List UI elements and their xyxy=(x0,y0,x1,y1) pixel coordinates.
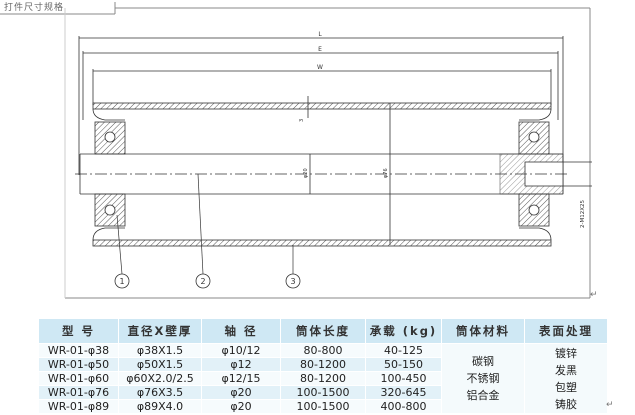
tube xyxy=(92,102,552,247)
cell: φ76X3.5 xyxy=(118,385,202,400)
cell: 50-150 xyxy=(365,357,442,372)
cell: 320-645 xyxy=(365,385,442,400)
cell: φ20 xyxy=(201,385,281,400)
cell: φ89X4.0 xyxy=(118,399,202,414)
dimension-lines xyxy=(78,36,564,245)
roller-drawing: L E W 3 φ20 φ76 2-M12X25 1 2 3 xyxy=(0,2,592,299)
finish: 镀锌 xyxy=(555,346,577,360)
cell: φ12/15 xyxy=(201,371,281,386)
cell: φ60X2.0/2.5 xyxy=(118,371,202,386)
table-row: WR-01-φ38 φ38X1.5 φ10/12 80-800 40-125 碳… xyxy=(38,343,608,414)
cell: WR-01-φ60 xyxy=(38,371,119,386)
cell: WR-01-φ50 xyxy=(38,357,119,372)
header-finish: 表面处理 xyxy=(524,318,608,344)
table-row: WR-01-φ60 φ60X2.0/2.5 φ12/15 80-1200 100… xyxy=(38,371,608,386)
bearings xyxy=(94,121,550,227)
cell: 80-1200 xyxy=(280,371,366,386)
cell: 80-1200 xyxy=(280,357,366,372)
frame xyxy=(0,2,591,299)
dim-label-thickness: 3 xyxy=(299,119,305,122)
header-shaft: 轴 径 xyxy=(201,318,281,344)
material: 铝合金 xyxy=(466,389,500,402)
return-mark-2: ↵ xyxy=(606,400,614,410)
cell: WR-01-φ38 xyxy=(38,343,119,358)
return-mark: ↵ xyxy=(590,290,598,300)
balloon-1: 1 xyxy=(119,277,124,286)
material-cell: 碳钢 不锈钢 铝合金 xyxy=(441,343,525,414)
cell: WR-01-φ76 xyxy=(38,385,119,400)
dim-label-shaft: φ20 xyxy=(303,168,309,178)
header-diameter: 直径X壁厚 xyxy=(118,318,202,344)
table-row: WR-01-φ50 φ50X1.5 φ12 80-1200 50-150 xyxy=(38,357,608,372)
cell: 400-800 xyxy=(365,399,442,414)
dim-label-tube: φ76 xyxy=(383,168,389,178)
balloon-2: 2 xyxy=(200,277,205,286)
table-header: 型 号 直径X壁厚 轴 径 筒体长度 承载 (kg) 筒体材料 表面处理 xyxy=(38,318,608,344)
balloon-3: 3 xyxy=(290,277,295,286)
dim-label-thread: 2-M12X25 xyxy=(580,200,586,228)
header-length: 筒体长度 xyxy=(280,318,366,344)
spec-table: 型 号 直径X壁厚 轴 径 筒体长度 承载 (kg) 筒体材料 表面处理 WR-… xyxy=(38,318,608,414)
material: 碳钢 xyxy=(472,355,494,368)
cell: φ20 xyxy=(201,399,281,414)
shaft xyxy=(75,153,592,195)
cell: φ38X1.5 xyxy=(118,343,202,358)
finish: 发黑 xyxy=(555,363,577,377)
dim-label-W: W xyxy=(317,64,323,71)
cell: 100-1500 xyxy=(280,399,366,414)
leader-lines xyxy=(116,173,294,275)
header-load: 承载 (kg) xyxy=(365,318,442,344)
cell: φ50X1.5 xyxy=(118,357,202,372)
cell: 100-1500 xyxy=(280,385,366,400)
header-model: 型 号 xyxy=(38,318,119,344)
dim-label-E: E xyxy=(318,46,322,53)
cell: 80-800 xyxy=(280,343,366,358)
cell: WR-01-φ89 xyxy=(38,399,119,414)
cell: φ12 xyxy=(201,357,281,372)
dim-label-L: L xyxy=(318,31,322,38)
table-row: WR-01-φ76 φ76X3.5 φ20 100-1500 320-645 xyxy=(38,385,608,400)
cell: φ10/12 xyxy=(201,343,281,358)
cell: 40-125 xyxy=(365,343,442,358)
table-row: WR-01-φ89 φ89X4.0 φ20 100-1500 400-800 xyxy=(38,399,608,414)
finish-cell: 镀锌 发黑 包塑 铸胶 xyxy=(524,343,608,414)
material: 不锈钢 xyxy=(466,372,500,385)
cell: 100-450 xyxy=(365,371,442,386)
balloons xyxy=(114,273,301,289)
caption: 打件尺寸规格 xyxy=(4,3,65,13)
header-material: 筒体材料 xyxy=(441,318,525,344)
finish: 铸胶 xyxy=(555,397,577,411)
finish: 包塑 xyxy=(555,380,577,394)
